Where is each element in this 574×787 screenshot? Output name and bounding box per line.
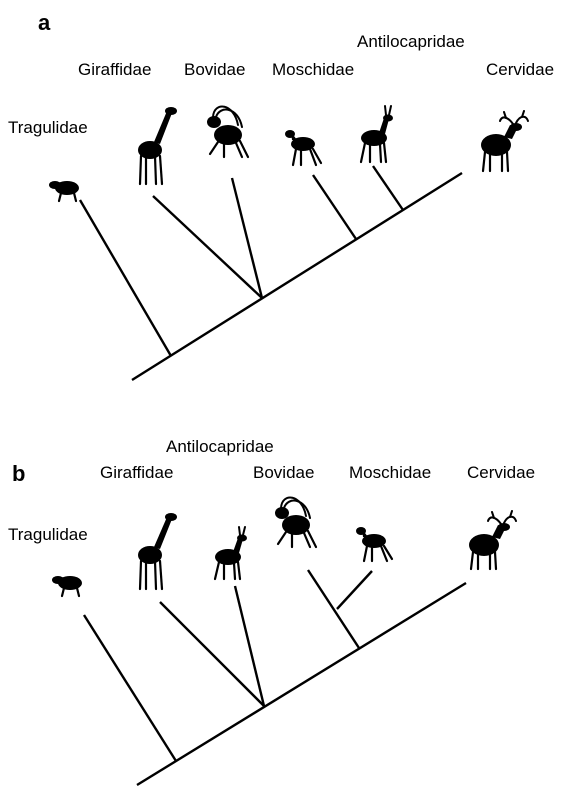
branch-antilocapridae-b — [235, 586, 264, 706]
branch-bovidae-a — [232, 178, 262, 298]
branch-moschidae-a — [313, 175, 356, 239]
musk-deer-icon — [356, 527, 392, 561]
backbone-a — [132, 173, 462, 380]
branch-antilocapridae-a — [373, 166, 403, 210]
pronghorn-icon — [215, 527, 247, 579]
panel-a: a Tragulidae Giraffidae Bovidae Moschida… — [0, 0, 574, 395]
branch-tragulidae-a — [80, 200, 171, 356]
branch-moschidae-b — [337, 571, 372, 609]
elk-icon — [481, 111, 528, 171]
ibex-icon — [207, 107, 248, 157]
musk-deer-icon — [285, 130, 321, 165]
pronghorn-icon — [361, 106, 393, 162]
panel-b: b Tragulidae Giraffidae Antilocapridae B… — [0, 395, 574, 787]
phylogeny-tree-b — [0, 395, 574, 787]
branch-tragulidae-b — [84, 615, 176, 761]
mouse-deer-icon — [52, 576, 82, 596]
giraffe-icon — [138, 107, 177, 184]
tree-branches-b — [84, 570, 466, 785]
phylogeny-tree-a — [0, 0, 574, 395]
backbone-b — [137, 583, 466, 785]
ibex-icon — [275, 498, 316, 547]
giraffe-icon — [138, 513, 177, 589]
branch-giraffidae-a — [153, 196, 262, 298]
elk-icon — [469, 511, 516, 569]
mouse-deer-icon — [49, 181, 79, 201]
branch-giraffidae-b — [160, 602, 264, 706]
branch-bovidae-b — [308, 570, 359, 648]
tree-branches-a — [80, 166, 462, 380]
